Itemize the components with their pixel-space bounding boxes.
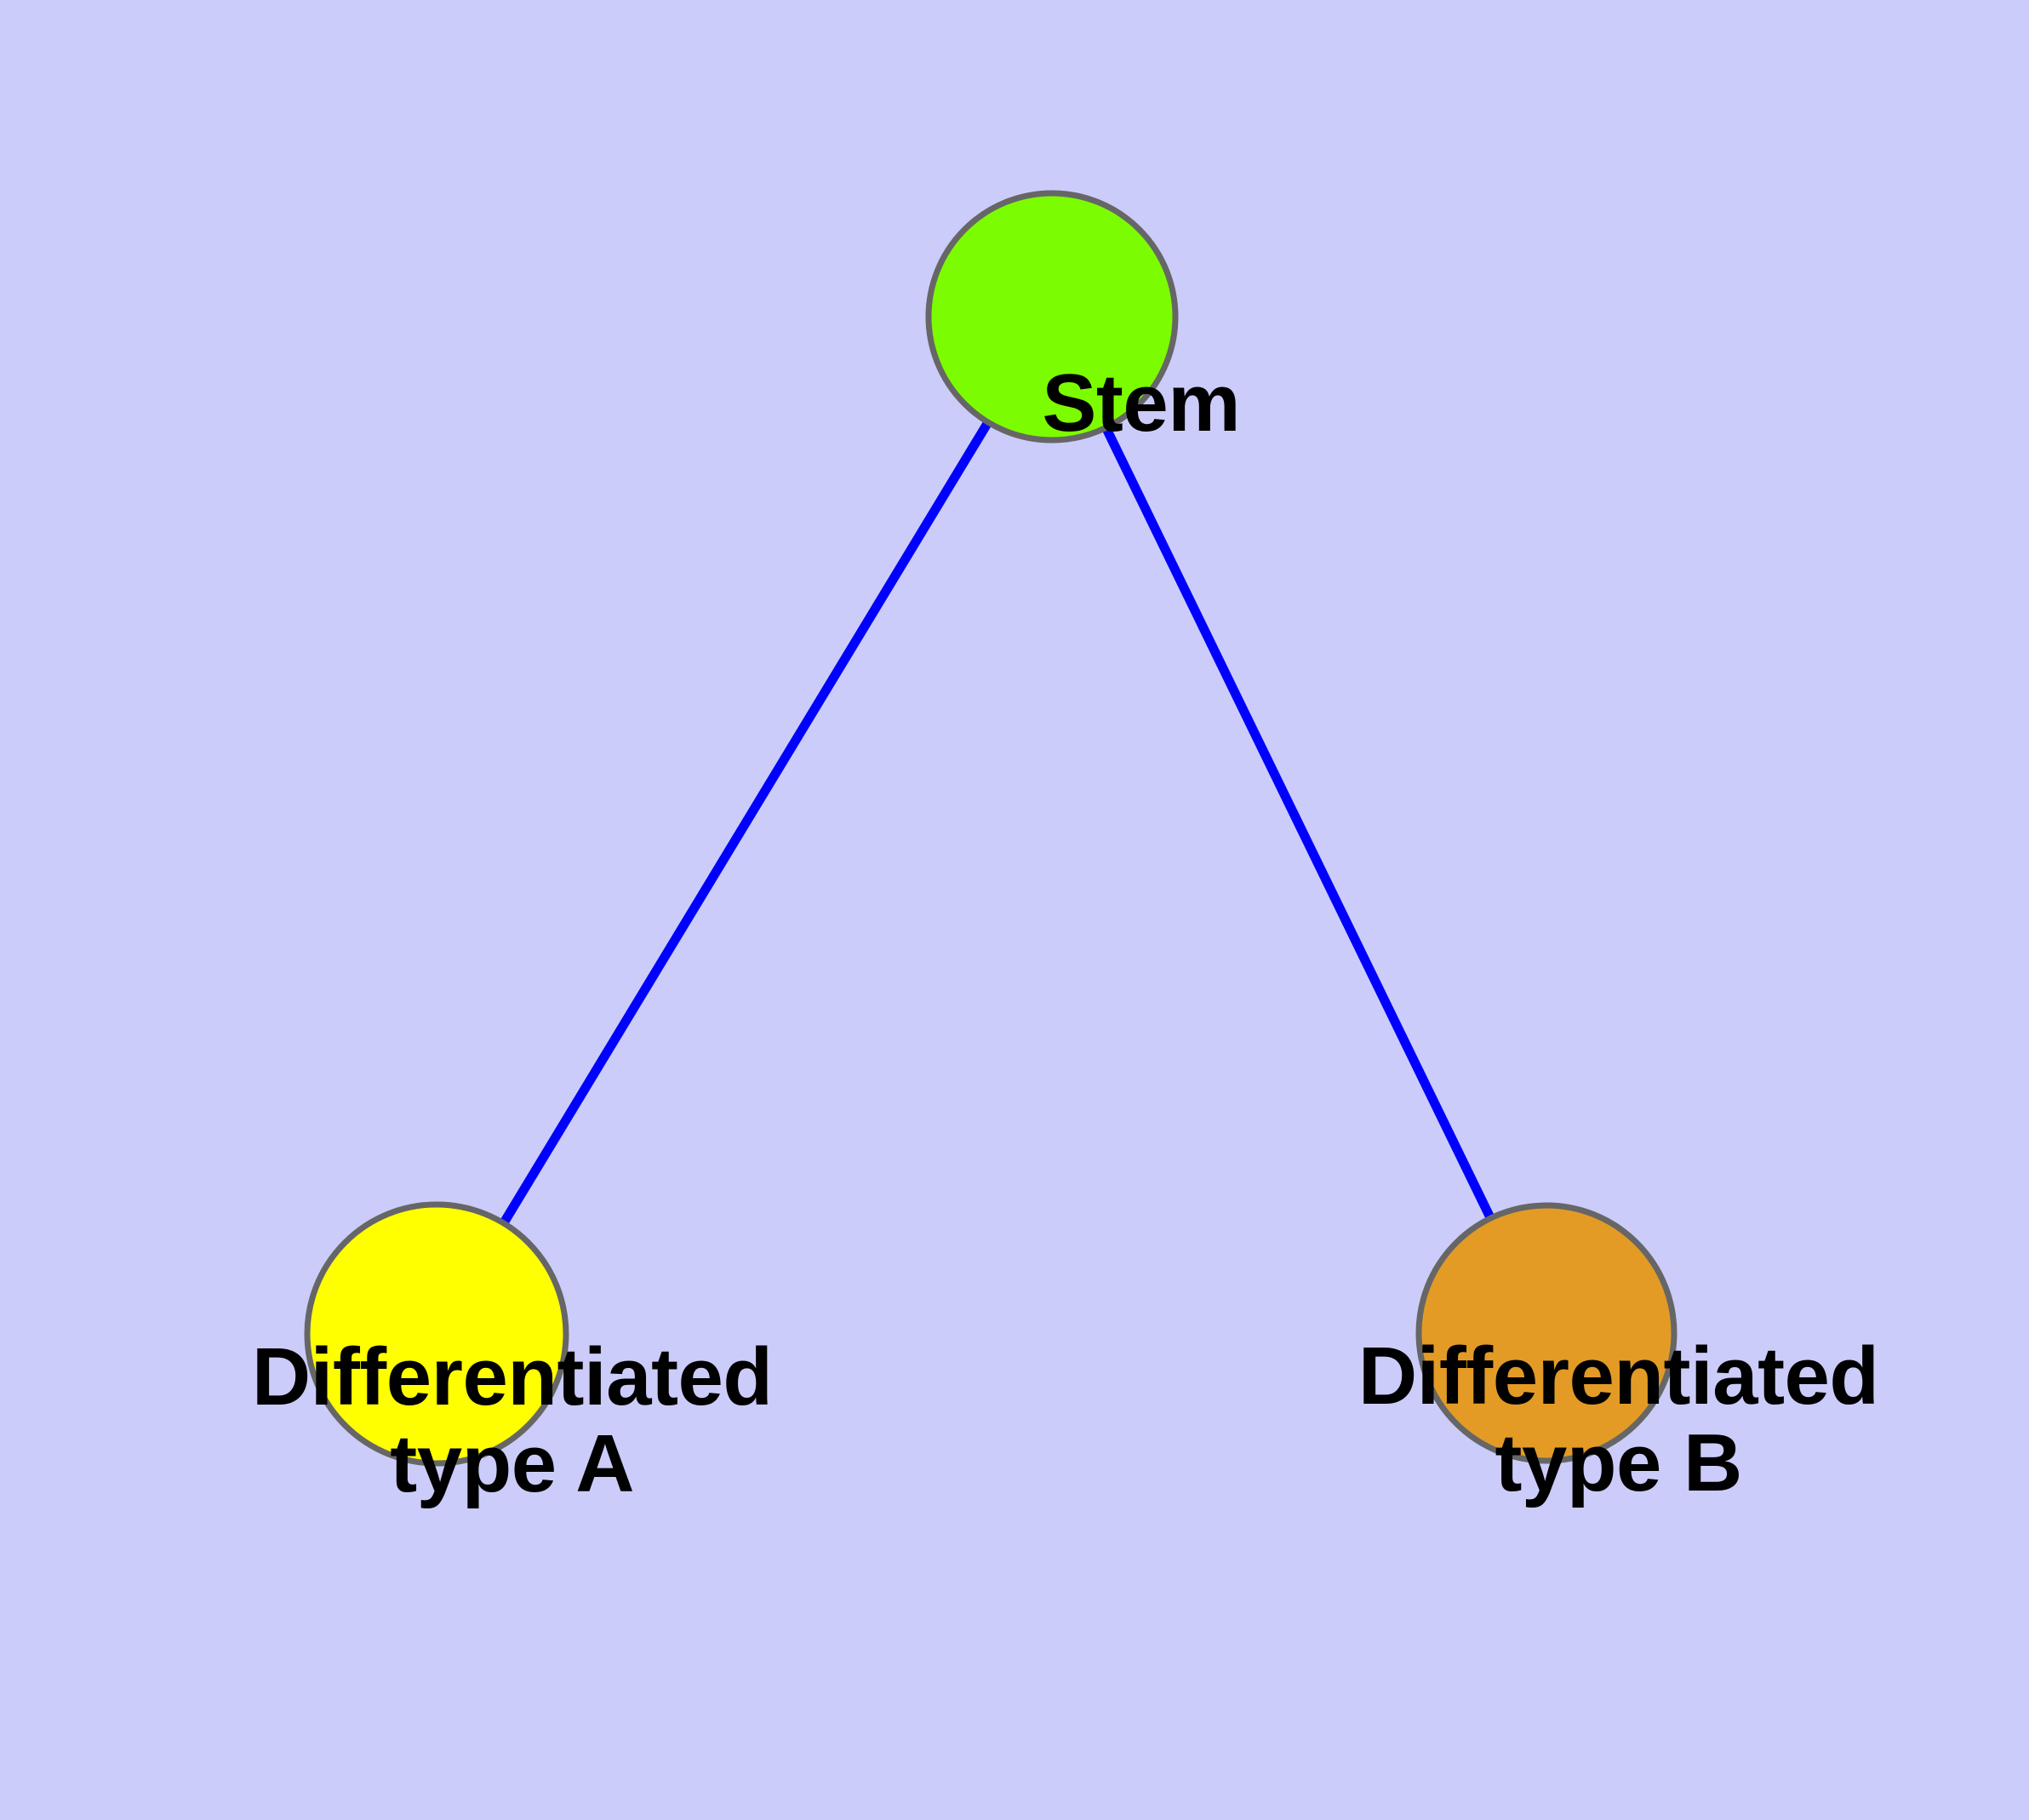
node-differentiated-type-b[interactable] xyxy=(1415,1202,1677,1464)
node-differentiated-type-a[interactable] xyxy=(304,1201,569,1467)
node-stem[interactable] xyxy=(925,190,1179,444)
edge-stem-to-differentiated-type-b[interactable] xyxy=(1048,314,1551,1336)
node-layer xyxy=(304,190,1677,1467)
edge-layer xyxy=(432,314,1551,1336)
edge-stem-to-differentiated-type-a[interactable] xyxy=(432,314,1056,1336)
